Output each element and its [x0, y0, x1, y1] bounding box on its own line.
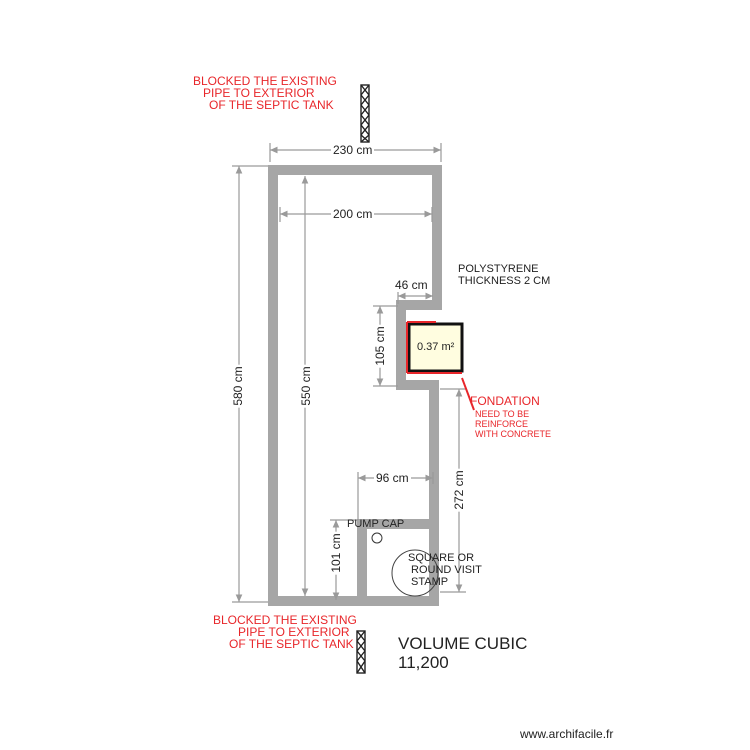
polystyrene-box: [407, 322, 464, 373]
pump-compartment-wall: [357, 519, 437, 601]
walls: [268, 165, 442, 606]
top-blocked-note-line3: OF THE SEPTIC TANK: [209, 98, 334, 112]
visit-stamp-note-line3: STAMP: [411, 576, 449, 588]
blocked-pipe-top: [360, 84, 370, 143]
dim-outer-height-label: 580 cm: [231, 364, 245, 408]
top-blocked-note-line2: PIPE TO EXTERIOR: [203, 86, 315, 100]
visit-stamp-note-line1: SQUARE OR: [408, 552, 475, 564]
bottom-blocked-note-line2: PIPE TO EXTERIOR: [238, 625, 350, 639]
reinforce-note-line3: WITH CONCRETE: [475, 429, 551, 439]
reinforce-note-line1: NEED TO BE: [475, 409, 530, 419]
blocked-pipe-bottom: [356, 630, 366, 674]
dim-pump-width-label: 96 cm: [374, 471, 411, 485]
volume-value: 11,200: [398, 653, 449, 672]
top-blocked-note-line1: BLOCKED THE EXISTING: [193, 74, 337, 88]
bottom-blocked-note-line1: BLOCKED THE EXISTING: [213, 613, 357, 627]
outer-wall: [268, 165, 442, 606]
dim-right-height-label: 272 cm: [452, 468, 466, 512]
polystyrene-note-line1: POLYSTYRENE: [458, 263, 539, 275]
area-label: 0.37 m²: [417, 341, 455, 353]
fondation-label: FONDATION: [470, 394, 540, 408]
watermark[interactable]: www.archifacile.fr: [520, 727, 614, 741]
pump-cap-label: PUMP CAP: [347, 518, 405, 530]
visit-stamp-circle: [391, 549, 439, 597]
dim-niche-height-label: 105 cm: [373, 324, 387, 368]
pump-cap-circle: [371, 532, 383, 544]
foundation-marker: [406, 321, 475, 411]
dim-inner-width-label: 200 cm: [331, 207, 375, 221]
dim-pump-height-label: 101 cm: [329, 531, 343, 575]
volume-title: VOLUME CUBIC: [398, 634, 528, 653]
reinforce-note-line2: REINFORCE: [475, 419, 529, 429]
visit-stamp-note-line2: ROUND VISIT: [411, 564, 482, 576]
dim-inner-height-label: 550 cm: [299, 364, 313, 408]
dim-outer-width-label: 230 cm: [331, 143, 375, 157]
bottom-blocked-note-line3: OF THE SEPTIC TANK: [229, 637, 354, 651]
dim-niche-width-label: 46 cm: [395, 278, 428, 292]
polystyrene-note-line2: THICKNESS 2 CM: [458, 275, 551, 287]
